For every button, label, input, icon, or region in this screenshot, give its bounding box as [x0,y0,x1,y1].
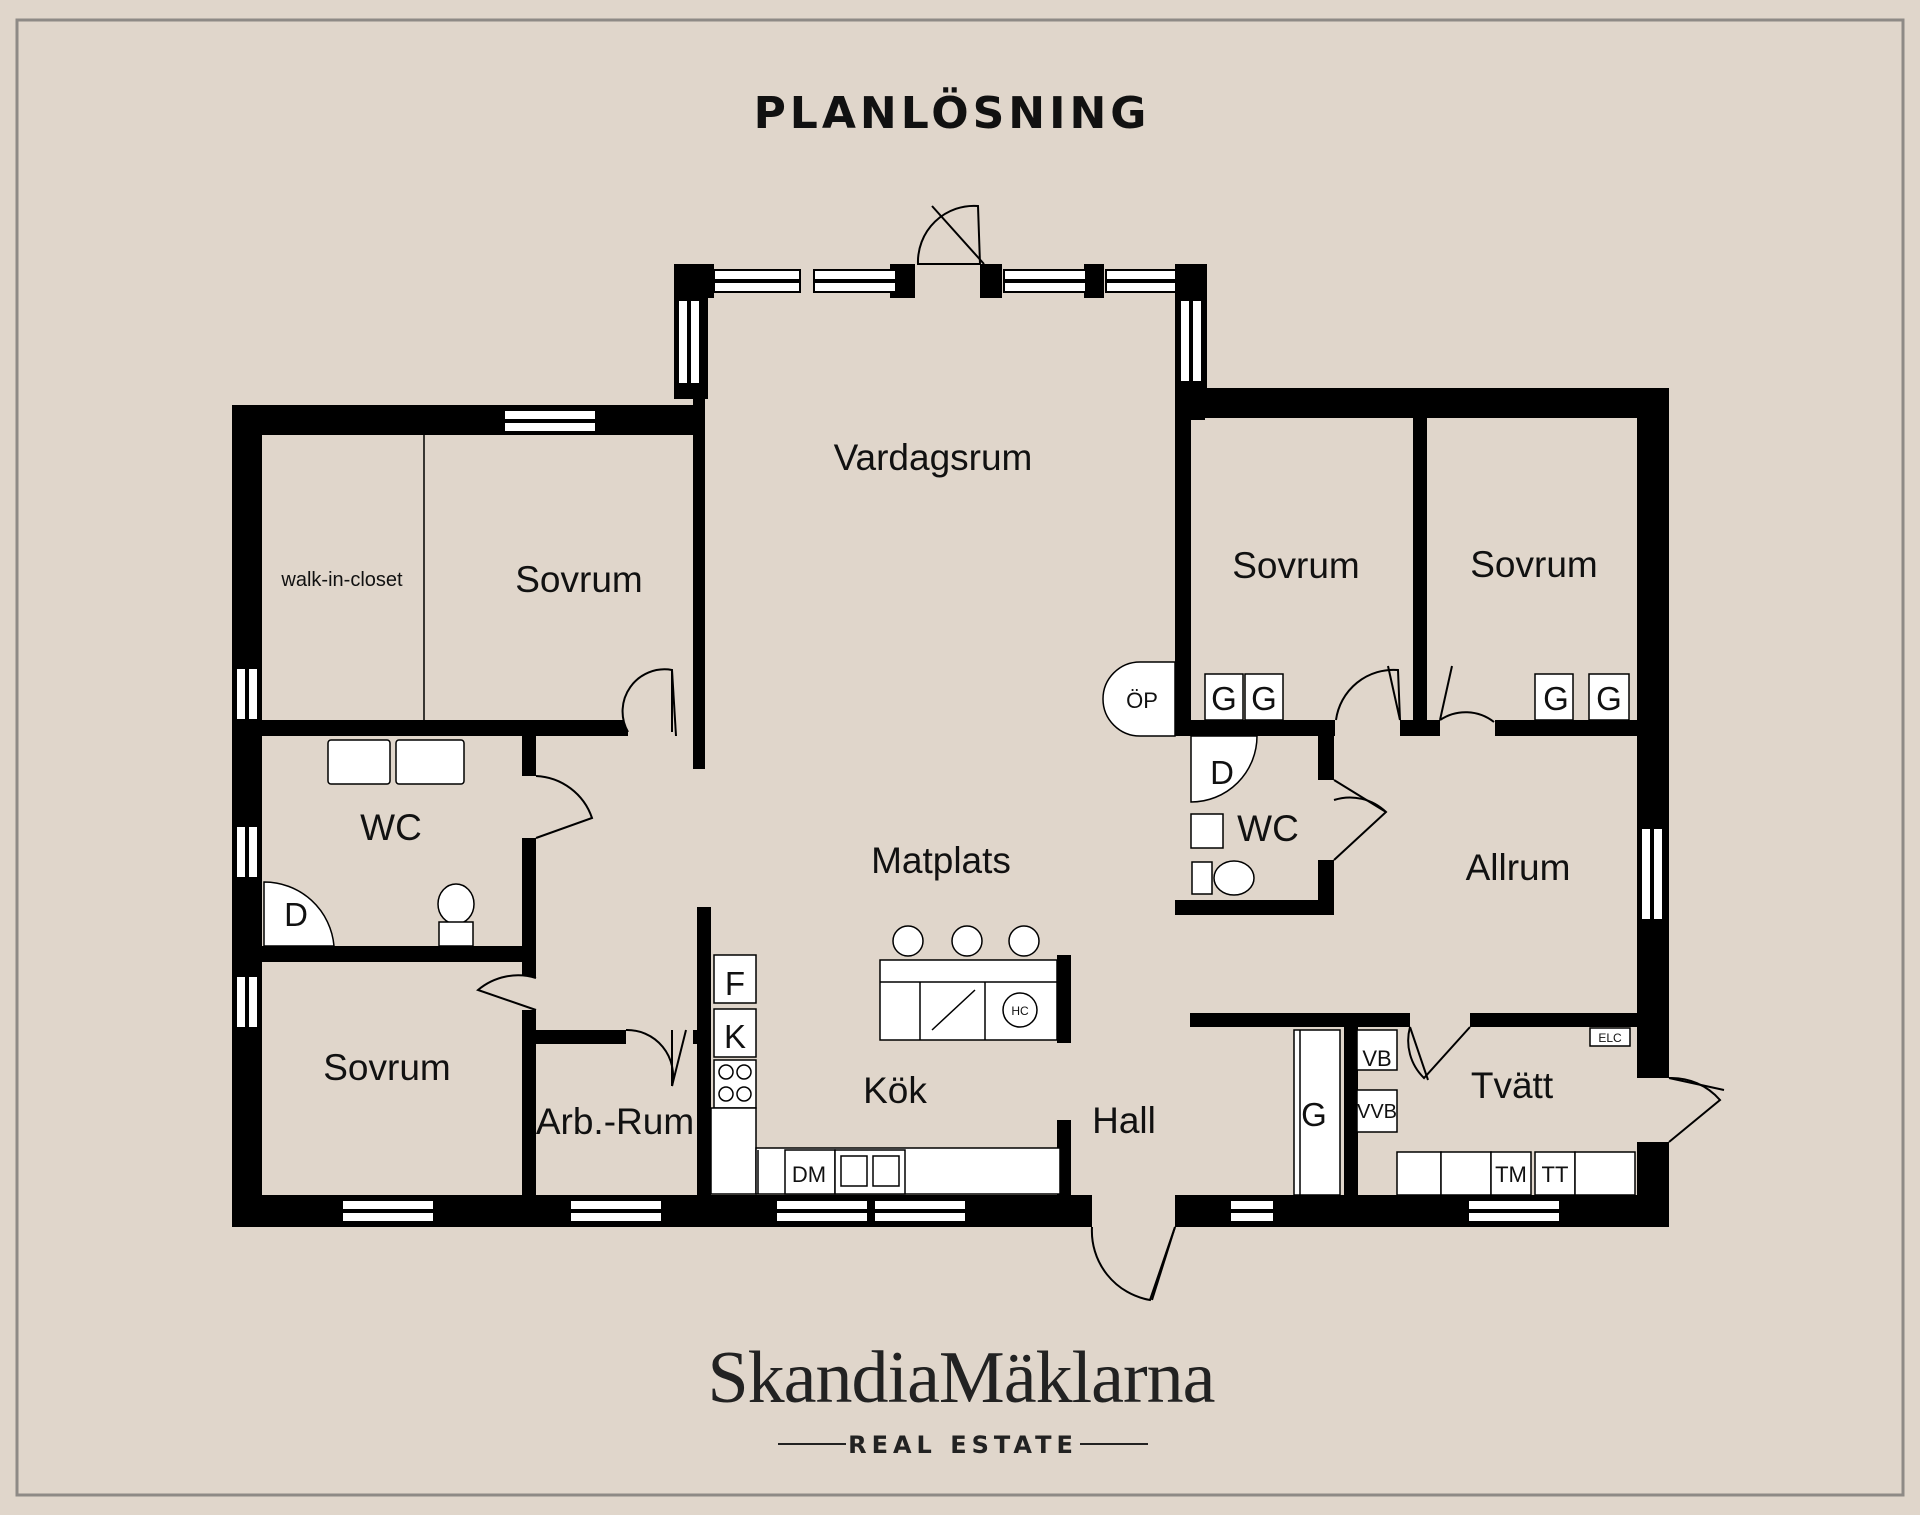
shower-label-east: D [1210,754,1234,791]
room-tvatt: Tvätt [1471,1065,1554,1106]
wardrobe-icon [1244,673,1284,721]
wardrobe-label: G [1251,680,1277,717]
doors [476,204,1725,1302]
room-walk-in-closet: walk-in-closet [280,569,403,591]
room-labels: Vardagsrum walk-in-closet Sovrum Sovrum … [280,437,1597,1142]
wardrobe-icon [1204,673,1244,721]
brand-name: SkandiaMäklarna [708,1337,1215,1419]
hob-label: HC [1011,1004,1029,1018]
sink-icon [1190,813,1224,849]
fridge-icon [713,1008,757,1058]
wardrobe-label: G [1543,680,1569,717]
room-matplats: Matplats [871,840,1011,881]
dryer-icon [1534,1151,1576,1196]
op-icon [1102,661,1176,737]
wardrobe-icon [1588,673,1630,721]
shower-icon [263,881,335,947]
washer-icon [1490,1151,1532,1196]
room-vardagsrum: Vardagsrum [834,437,1033,478]
op-label: ÖP [1126,688,1158,713]
kitchen-island [879,959,1058,1041]
vb-icon [1356,1029,1398,1071]
water-heater-label: VVB [1357,1101,1397,1123]
dishwasher-label: DM [792,1162,826,1187]
room-wc-east: WC [1237,808,1299,849]
room-sovrum-ne1: Sovrum [1232,545,1359,586]
room-sovrum-ne2: Sovrum [1470,544,1597,585]
sink-icon [395,739,465,785]
fixtures: D D ÖP G G G G G F K DM [263,661,1636,1196]
room-sovrum-nw: Sovrum [515,559,642,600]
toilet-tank-icon [1191,861,1213,895]
brand-tagline: REAL ESTATE [848,1431,1078,1459]
toilet-tank-icon [438,921,474,947]
stool-icon [951,925,983,957]
shower-label-west: D [284,896,308,933]
freezer-icon [713,954,757,1004]
plan-title: PLANLÖSNING [754,86,1151,139]
room-arb-rum: Arb.-Rum [536,1101,694,1142]
shower-icon [1190,735,1258,803]
elc-icon [1589,1027,1631,1047]
fridge-label: K [724,1018,746,1055]
toilet-icon [437,883,475,925]
wardrobe-label: G [1301,1096,1327,1133]
vb-label: VB [1362,1046,1391,1071]
washer-label: TM [1495,1162,1527,1187]
page-frame [15,18,1905,1497]
partitions [423,435,1341,1196]
hob-icon [1002,992,1038,1028]
room-wc-west: WC [360,807,422,848]
water-heater-icon [1356,1089,1398,1133]
stool-icon [892,925,924,957]
windows [235,269,1664,1223]
dryer-label: TT [1542,1162,1569,1187]
freezer-label: F [725,965,745,1002]
room-kok: Kök [863,1070,927,1111]
wardrobe-label: G [1211,680,1237,717]
sink-icon [327,739,391,785]
room-allrum: Allrum [1466,847,1571,888]
stool-icon [1008,925,1040,957]
elc-label: ELC [1598,1031,1622,1045]
brand-logo: SkandiaMäklarna REAL ESTATE [708,1337,1216,1459]
room-sovrum-sw: Sovrum [323,1047,450,1088]
room-hall: Hall [1092,1100,1156,1141]
wardrobe-label: G [1596,680,1622,717]
toilet-icon [1213,860,1255,896]
wardrobe-icon [1534,673,1574,721]
